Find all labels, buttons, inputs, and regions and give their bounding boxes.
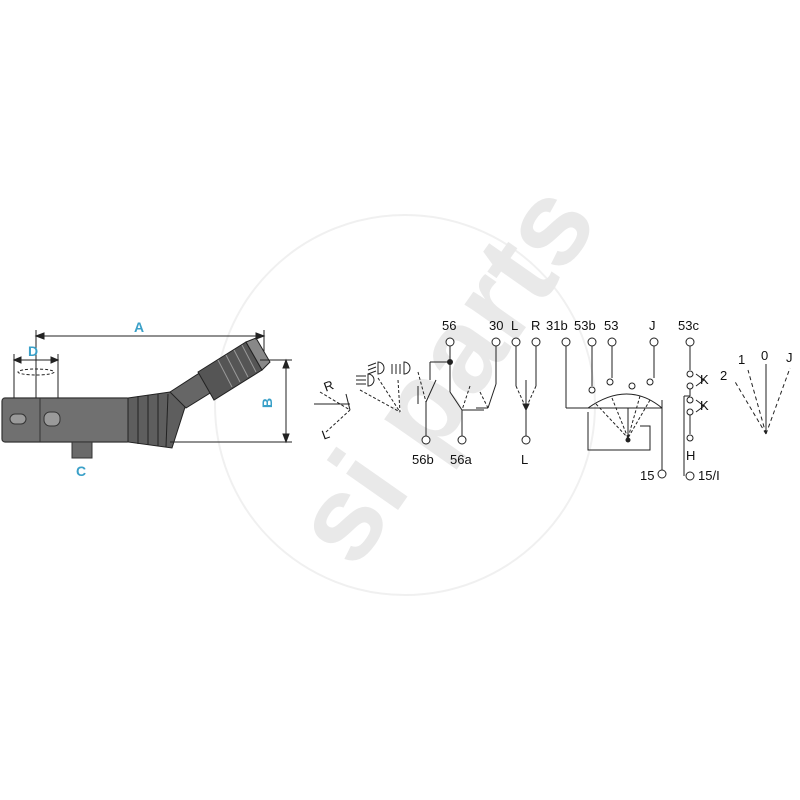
terminal-l-top-label: L (511, 318, 518, 333)
terminal-r (531, 337, 541, 347)
dimension-d (12, 354, 60, 398)
circuit-turn-signal (476, 337, 541, 445)
terminal-53 (607, 337, 617, 347)
circuit-headlight (417, 337, 484, 445)
terminal-53b (587, 337, 597, 347)
watermark-text: si parts (266, 160, 621, 587)
high-beam-icon (356, 373, 401, 413)
position-l-label: L (320, 426, 332, 443)
lever-positions (314, 391, 351, 433)
parking-light-icon (391, 361, 411, 413)
terminal-53c-label: 53c (678, 318, 699, 333)
lever-grip (197, 337, 271, 401)
terminal-56b-label: 56b (412, 452, 434, 467)
terminal-l-bottom-label: L (521, 452, 528, 467)
switch-k2-label: K (700, 398, 709, 413)
terminal-30-label: 30 (489, 318, 503, 333)
terminal-j-label: J (649, 318, 656, 333)
terminal-r-label: R (531, 318, 540, 333)
terminal-56a-label: 56a (450, 452, 472, 467)
wiper-position-fan (733, 364, 791, 435)
lever-switch-drawing: A D B C (1, 319, 292, 479)
circuit-washer (683, 337, 705, 481)
dimension-b-label: B (259, 398, 275, 408)
dimension-b (170, 358, 292, 444)
terminal-56b (421, 435, 431, 445)
housing-slot (9, 413, 27, 425)
terminal-56a (457, 435, 467, 445)
housing-latch (43, 411, 61, 427)
terminal-15-1 (685, 471, 695, 481)
dimension-a-label: A (134, 319, 144, 335)
terminal-l-bottom (521, 435, 531, 445)
terminal-30 (491, 337, 501, 347)
dimension-a (34, 330, 266, 398)
wiper-position-1: 1 (738, 352, 745, 367)
terminal-15-1-label: 15/I (698, 468, 720, 483)
terminal-56-label: 56 (442, 318, 456, 333)
terminal-l-top (511, 337, 521, 347)
terminal-15 (657, 469, 667, 479)
position-r-label: R (322, 377, 336, 394)
wiper-position-2: 2 (720, 368, 727, 383)
watermark: si parts (214, 160, 621, 596)
terminal-h-label: H (686, 448, 695, 463)
switch-k1-label: K (700, 372, 709, 387)
rubber-boot (127, 391, 187, 449)
dimension-d-label: D (28, 343, 38, 359)
connector-peg (71, 441, 93, 459)
wiper-position-j: J (786, 350, 793, 365)
terminal-15-label: 15 (640, 468, 654, 483)
terminal-j (649, 337, 659, 347)
wiper-position-0: 0 (761, 348, 768, 363)
terminal-53b-label: 53b (574, 318, 596, 333)
terminal-56 (445, 337, 455, 347)
terminal-31b-label: 31b (546, 318, 568, 333)
dimension-c-label: C (76, 463, 86, 479)
terminal-53-label: 53 (604, 318, 618, 333)
terminal-53c (685, 337, 695, 347)
terminal-31b (561, 337, 571, 347)
low-beam-icon (367, 361, 401, 413)
circuit-wiper (561, 337, 667, 479)
